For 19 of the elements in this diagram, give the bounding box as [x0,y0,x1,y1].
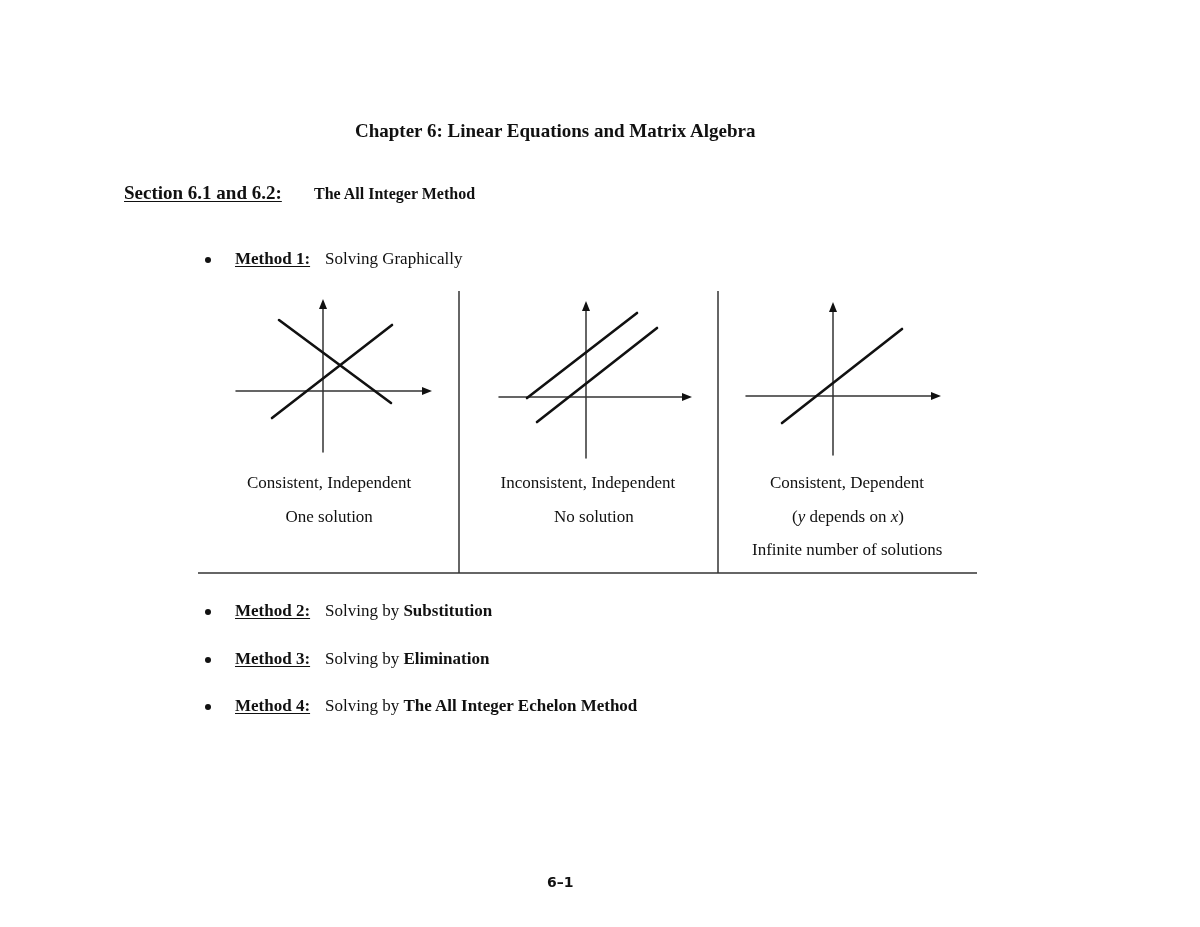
graph-caption: Inconsistent, Independent [500,473,676,493]
method-label: Method 2: [235,601,311,621]
method-description: Solving Graphically [325,249,463,269]
page-number: 6–1 [547,874,574,891]
method-description: Solving by The All Integer Echelon Method [325,696,638,716]
method-description: Solving by Elimination [325,649,490,669]
method-description: Solving by Substitution [325,601,493,621]
graph-caption: One solution [285,507,373,527]
graph-caption: Infinite number of solutions [752,540,943,560]
graph-caption: No solution [554,507,634,527]
section-title: The All Integer Method [314,185,476,204]
chapter-title: Chapter 6: Linear Equations and Matrix Algebra [355,120,756,142]
method-label: Method 1: [235,249,311,269]
graph-caption: Consistent, Independent [247,473,412,493]
graph-caption: (y depends on x) [792,507,904,527]
method-label: Method 3: [235,649,311,669]
method-label: Method 4: [235,696,311,716]
section-number: Section 6.1 and 6.2: [124,182,282,204]
graph-caption: Consistent, Dependent [770,473,924,493]
